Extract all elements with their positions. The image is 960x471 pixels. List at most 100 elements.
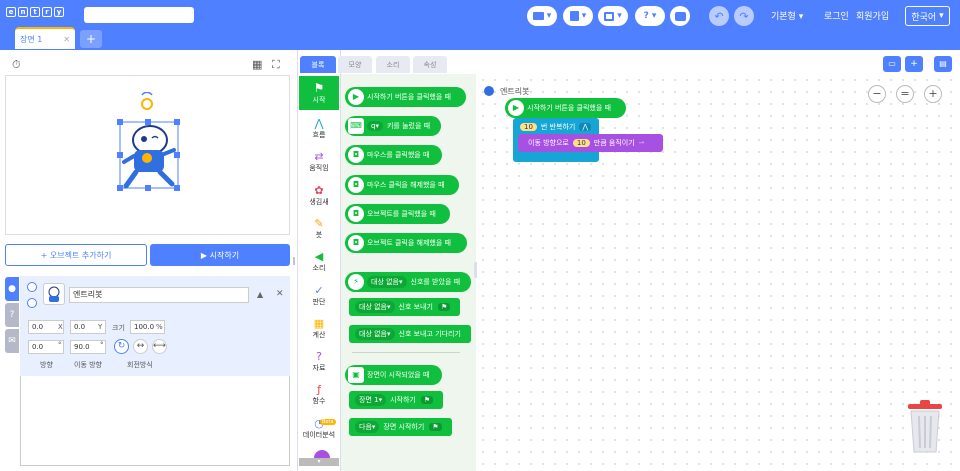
object-name-input[interactable]: 엔트리봇 — [69, 287, 249, 303]
block-label: 장면 시작하기 — [383, 423, 425, 431]
speed-icon[interactable]: ⏱ — [12, 58, 21, 71]
block-object-release[interactable]: ◘오브젝트 클릭을 해제했을 때 — [345, 233, 467, 253]
lock-toggle-icon[interactable] — [27, 298, 37, 308]
storage-icon[interactable]: ▤ — [934, 56, 952, 72]
script-start-block[interactable]: ▶시작하기 버튼을 클릭했을 때 — [505, 98, 626, 118]
resize-handle[interactable] — [117, 185, 123, 191]
add-scene-button[interactable]: + — [85, 32, 97, 46]
tab-properties[interactable]: 속성 — [413, 56, 447, 73]
rotate-none-icon[interactable]: ⟷ — [152, 339, 167, 354]
tab-sounds[interactable]: 소리 — [376, 56, 410, 73]
trash-icon[interactable] — [906, 400, 944, 454]
save-menu-button[interactable]: ▾ — [563, 6, 593, 26]
signal-dropdown[interactable]: 대상 없음▾ — [355, 301, 395, 313]
add-comment-icon[interactable]: + — [905, 56, 923, 72]
size-input[interactable]: 100.0 — [130, 320, 165, 334]
scroll-down-icon[interactable]: ▾ — [299, 458, 339, 466]
category-calc[interactable]: ▦계산 — [299, 313, 339, 343]
category-flow[interactable]: ⋀흐름 — [299, 113, 339, 143]
block-mouse-click[interactable]: ◘마우스를 클릭했을 때 — [345, 145, 442, 165]
entry-logo[interactable]: e n t r y — [6, 7, 64, 17]
move-direction-input[interactable]: 90.0 — [70, 340, 106, 354]
block-send-signal-wait[interactable]: 대상 없음▾신호 보내고 기다리기 — [349, 325, 471, 343]
category-brush[interactable]: ✎붓 — [299, 213, 339, 243]
calendar-menu-button[interactable]: ▾ — [598, 6, 628, 26]
add-object-button[interactable]: + 오브젝트 추가하기 — [5, 244, 147, 266]
project-name-input[interactable] — [84, 7, 194, 23]
grid-icon[interactable]: ▦ — [252, 58, 263, 71]
undo-button[interactable]: ↶ — [709, 6, 729, 26]
rotate-free-icon[interactable]: ↻ — [114, 339, 129, 354]
tab-blocks[interactable]: 블록 — [300, 56, 336, 73]
category-looks[interactable]: ✿생김새 — [299, 180, 339, 210]
signal-dropdown[interactable]: 대상 없음▾ — [367, 276, 407, 288]
resize-handle[interactable] — [174, 185, 180, 191]
block-scene-start[interactable]: ▣장면이 시작되었을 때 — [345, 365, 442, 385]
zoom-out-button[interactable]: − — [868, 85, 886, 103]
move-block[interactable]: 이동 방향으로 10 만큼 움직이기 ⇀ — [518, 134, 663, 152]
rotate-horizontal-icon[interactable]: ↔ — [133, 339, 148, 354]
redo-button[interactable]: ↷ — [734, 6, 754, 26]
language-select[interactable]: 한국어▾ — [905, 6, 950, 26]
resize-handle[interactable] — [117, 119, 123, 125]
resize-handle[interactable] — [174, 119, 180, 125]
visibility-toggle-icon[interactable] — [27, 282, 37, 292]
delete-object-icon[interactable]: ✕ — [276, 289, 284, 299]
category-data-analysis[interactable]: ◔데이터분석 — [299, 413, 339, 443]
rotate-handle-icon[interactable] — [141, 98, 153, 110]
comment-icon[interactable]: ▭ — [883, 56, 901, 72]
block-key-pressed[interactable]: ⌨q▾키를 눌렀을 때 — [345, 116, 441, 136]
move-icon: ⇀ — [638, 139, 645, 147]
close-icon[interactable]: ✕ — [63, 34, 70, 44]
message-tab-icon[interactable]: ✉ — [5, 329, 19, 353]
scene-dropdown[interactable]: 다음▾ — [355, 421, 380, 433]
signup-link[interactable]: 회원가입 — [856, 12, 890, 22]
scene-dropdown[interactable]: 장면 1▾ — [355, 394, 387, 406]
block-start-scene[interactable]: 장면 1▾시작하기⚑ — [349, 391, 443, 409]
category-move[interactable]: ⇄움직임 — [299, 146, 339, 176]
zoom-in-button[interactable]: + — [924, 85, 942, 103]
scene-dropdown-label: 장면 1 — [359, 396, 379, 404]
collapse-icon[interactable]: ▲ — [257, 290, 264, 299]
category-judge[interactable]: ✓판단 — [299, 280, 339, 310]
new-project-menu-button[interactable]: ▾ — [527, 6, 557, 26]
print-button[interactable] — [670, 6, 690, 26]
objects-tab-icon[interactable]: ● — [5, 277, 19, 301]
key-dropdown[interactable]: q▾ — [367, 121, 383, 131]
block-label: 마우스를 클릭했을 때 — [367, 151, 430, 159]
block-send-signal[interactable]: 대상 없음▾신호 보내기⚑ — [349, 298, 460, 316]
move-count-input[interactable]: 10 — [572, 139, 590, 147]
category-sound[interactable]: ◀소리 — [299, 246, 339, 276]
resize-handle[interactable] — [174, 152, 180, 158]
panel-resize-handle[interactable]: ‖ — [292, 256, 296, 265]
block-signal-received[interactable]: ⚡대상 없음▾신호를 받았을 때 — [345, 272, 471, 292]
mode-menu[interactable]: 기본형 ▾ — [771, 9, 803, 22]
category-label: 소리 — [312, 263, 326, 272]
scene-tab[interactable]: 장면 1 ✕ — [15, 27, 75, 49]
fullscreen-icon[interactable]: ⛶ — [272, 58, 280, 71]
entrybot-sprite[interactable] — [112, 92, 182, 196]
resize-handle[interactable] — [145, 185, 151, 191]
block-next-scene[interactable]: 다음▾장면 시작하기⚑ — [349, 418, 452, 436]
y-coordinate-input[interactable]: 0.0 — [70, 320, 106, 334]
resize-handle[interactable] — [145, 119, 151, 125]
help-tab-icon[interactable]: ? — [5, 303, 19, 327]
x-label: X — [58, 323, 63, 331]
zoom-reset-button[interactable]: = — [896, 85, 914, 103]
category-start[interactable]: ⚑시작 — [299, 76, 339, 110]
tab-shapes[interactable]: 모양 — [338, 56, 372, 73]
help-menu-button[interactable]: ?▾ — [635, 6, 665, 26]
run-button[interactable]: ▶ 시작하기 — [150, 244, 290, 266]
repeat-count-input[interactable]: 10 — [520, 123, 537, 131]
resize-handle[interactable] — [117, 152, 123, 158]
login-link[interactable]: 로그인 — [824, 12, 849, 22]
block-category-list — [299, 50, 341, 471]
category-data[interactable]: ?자료 — [299, 346, 339, 376]
block-object-click[interactable]: ◘오브젝트를 클릭했을 때 — [345, 204, 450, 224]
x-coordinate-input[interactable]: 0.0 — [28, 320, 64, 334]
direction-input[interactable]: 0.0 — [28, 340, 64, 354]
block-start-click[interactable]: ▶시작하기 버튼을 클릭했을 때 — [345, 87, 466, 107]
block-mouse-release[interactable]: ◘마우스 클릭을 해제했을 때 — [345, 175, 459, 195]
signal-dropdown[interactable]: 대상 없음▾ — [355, 328, 395, 340]
